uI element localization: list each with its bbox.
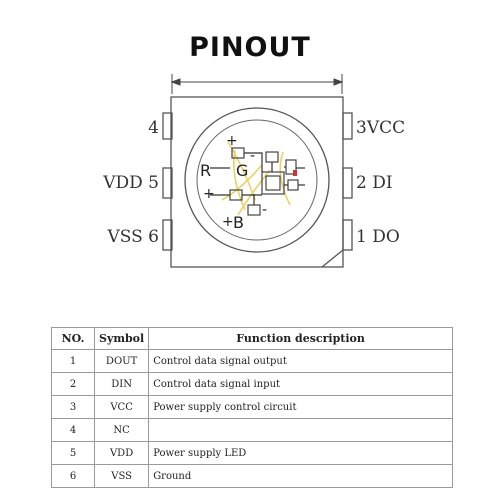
cell-no: 4 [51, 418, 95, 442]
lens-outer-ring [184, 107, 330, 253]
chip-minus-bottom: - [262, 202, 267, 218]
pin-label-vss6: VSS 6 [107, 227, 160, 247]
pin-3-pad [342, 112, 353, 140]
chip-label-g: G [236, 161, 248, 180]
pin-label-1do: 1 DO [356, 227, 400, 247]
cell-desc: Power supply control circuit [148, 395, 453, 419]
chip-plus-bottom: + [222, 214, 234, 230]
cell-symbol: VSS [93, 464, 150, 488]
pin-6-pad [162, 219, 173, 251]
pin-1-pad [342, 219, 353, 251]
pin-label-4: 4 [148, 118, 159, 138]
page-title: PINOUT [189, 32, 311, 63]
cell-symbol: DIN [93, 372, 150, 396]
right-pins [342, 112, 353, 251]
chip-plus-top: + [226, 133, 238, 149]
cell-desc: Power supply LED [148, 441, 453, 465]
red-chip-marker [293, 170, 297, 176]
table-row: 3 VCC Power supply control circuit [51, 395, 453, 419]
cell-no: 3 [51, 395, 95, 419]
table-row: 5 VDD Power supply LED [51, 441, 453, 465]
cell-no: 2 [51, 372, 95, 396]
pin-function-table: NO. Symbol Function description 1 DOUT C… [51, 327, 453, 488]
header-no: NO. [51, 327, 95, 350]
cell-symbol: NC [93, 418, 150, 442]
die-traces [210, 152, 305, 205]
cell-desc: Control data signal input [148, 372, 453, 396]
table-row: 4 NC [51, 418, 453, 442]
pin-2-pad [342, 167, 353, 199]
pin-label-vdd5: VDD 5 [103, 173, 159, 193]
left-pins [162, 112, 173, 251]
led-package-diagram: R G B + - + + - [162, 74, 353, 268]
table-header-row: NO. Symbol Function description [51, 327, 453, 350]
pin-5-pad [162, 167, 173, 199]
cell-desc: Control data signal output [148, 349, 453, 373]
cell-symbol: VCC [93, 395, 150, 419]
cell-no: 1 [51, 349, 95, 373]
pin1-chamfer [321, 249, 344, 268]
table-row: 6 VSS Ground [51, 464, 453, 488]
cell-symbol: DOUT [93, 349, 150, 373]
header-function: Function description [148, 327, 453, 350]
cell-desc [148, 418, 453, 442]
lens-inner-ring [196, 119, 318, 241]
chip-label-r: R [200, 161, 211, 180]
pin-label-3vcc: 3VCC [356, 118, 406, 138]
chip-plus-left: + [203, 186, 215, 202]
cell-desc: Ground [148, 464, 453, 488]
chip-label-b: B [233, 213, 244, 232]
header-symbol: Symbol [93, 327, 150, 350]
bond-wires [221, 141, 291, 216]
cell-no: 6 [51, 464, 95, 488]
table-row: 1 DOUT Control data signal output [51, 349, 453, 373]
chip-minus-top: - [250, 148, 255, 164]
table-row: 2 DIN Control data signal input [51, 372, 453, 396]
pin-4-pad [162, 112, 173, 140]
width-dimension-arrow [170, 74, 344, 94]
cell-symbol: VDD [93, 441, 150, 465]
pin-label-2di: 2 DI [356, 173, 393, 193]
cell-no: 5 [51, 441, 95, 465]
